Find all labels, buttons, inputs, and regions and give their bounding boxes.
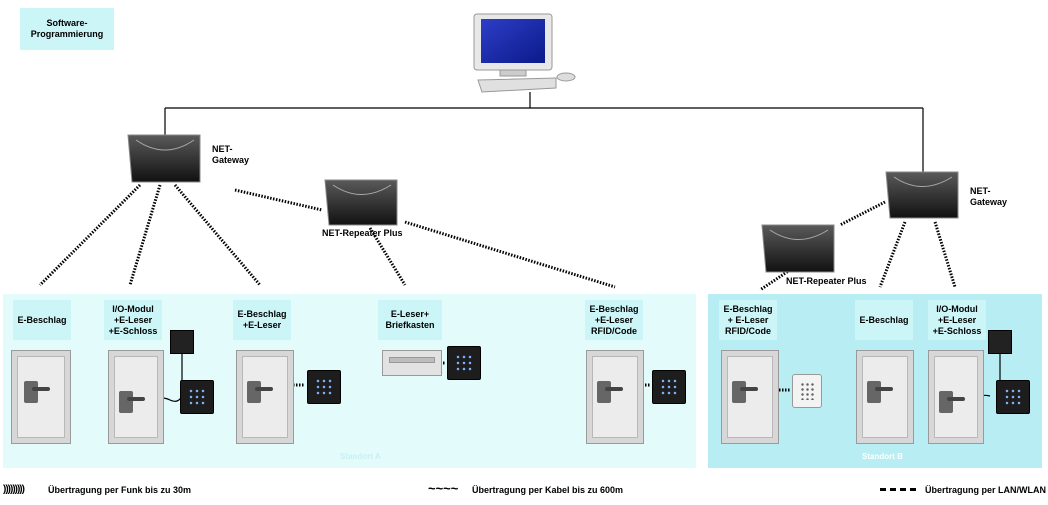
door-icon: [236, 350, 294, 444]
keypad-reader-icon: [996, 380, 1030, 414]
door-icon: [928, 350, 984, 444]
repeater-a-label: NET-Repeater Plus: [322, 228, 403, 238]
keypad-reader-icon: [307, 370, 341, 404]
gateway-a-label: NET- Gateway: [212, 144, 250, 165]
legend-lan-text: Übertragung per LAN/WLAN: [925, 485, 1046, 495]
legend-lan-icon: [880, 488, 916, 491]
site-a-device-label: E-Leser+ Briefkasten: [378, 300, 442, 340]
mailbox-icon: [382, 350, 442, 376]
software-programming-box: Software- Programmierung: [20, 8, 114, 50]
gateway-b-label: NET- Gateway: [970, 186, 1008, 207]
site-a-name: Standort A: [340, 452, 381, 461]
site-a-device-label: E-Beschlag +E-Leser RFID/Code: [585, 300, 643, 340]
repeater-a-icon: [324, 179, 398, 226]
site-b-device-label: E-Beschlag: [855, 300, 913, 340]
code-reader-icon: [792, 374, 822, 408]
site-a-device-label: E-Beschlag +E-Leser: [233, 300, 291, 340]
legend-radio-icon: ))))))))): [3, 484, 25, 495]
computer-icon: [473, 13, 576, 93]
door-icon: [721, 350, 779, 444]
legend-radio-text: Übertragung per Funk bis zu 30m: [48, 485, 192, 495]
keypad-reader-icon: [652, 370, 686, 404]
site-a-device-label: I/O-Modul +E-Leser +E-Schloss: [104, 300, 162, 340]
radio-links: [38, 183, 957, 292]
door-icon: [856, 350, 914, 444]
lan-lines: [164, 92, 924, 172]
site-b-device-label: E-Beschlag + E-Leser RFID/Code: [719, 300, 777, 340]
site-a-device-label: E-Beschlag: [13, 300, 71, 340]
door-icon: [11, 350, 71, 444]
keypad-reader-icon: [180, 380, 214, 414]
legend-cable-icon: ~~~~: [428, 481, 459, 496]
door-icon: [108, 350, 164, 444]
legend-cable-text: Übertragung per Kabel bis zu 600m: [472, 485, 624, 495]
gateway-b-icon: [885, 171, 959, 219]
repeater-b-label: NET-Repeater Plus: [786, 276, 867, 286]
repeater-b-icon: [761, 224, 835, 273]
io-module-icon: [170, 330, 194, 354]
io-module-icon: [988, 330, 1012, 354]
gateway-a-icon: [127, 134, 201, 183]
radio-links-short: [272, 361, 790, 392]
site-b-name: Standort B: [862, 452, 903, 461]
keypad-reader-icon: [447, 346, 481, 380]
site-b-device-label: I/O-Modul +E-Leser +E-Schloss: [928, 300, 986, 340]
door-icon: [586, 350, 644, 444]
